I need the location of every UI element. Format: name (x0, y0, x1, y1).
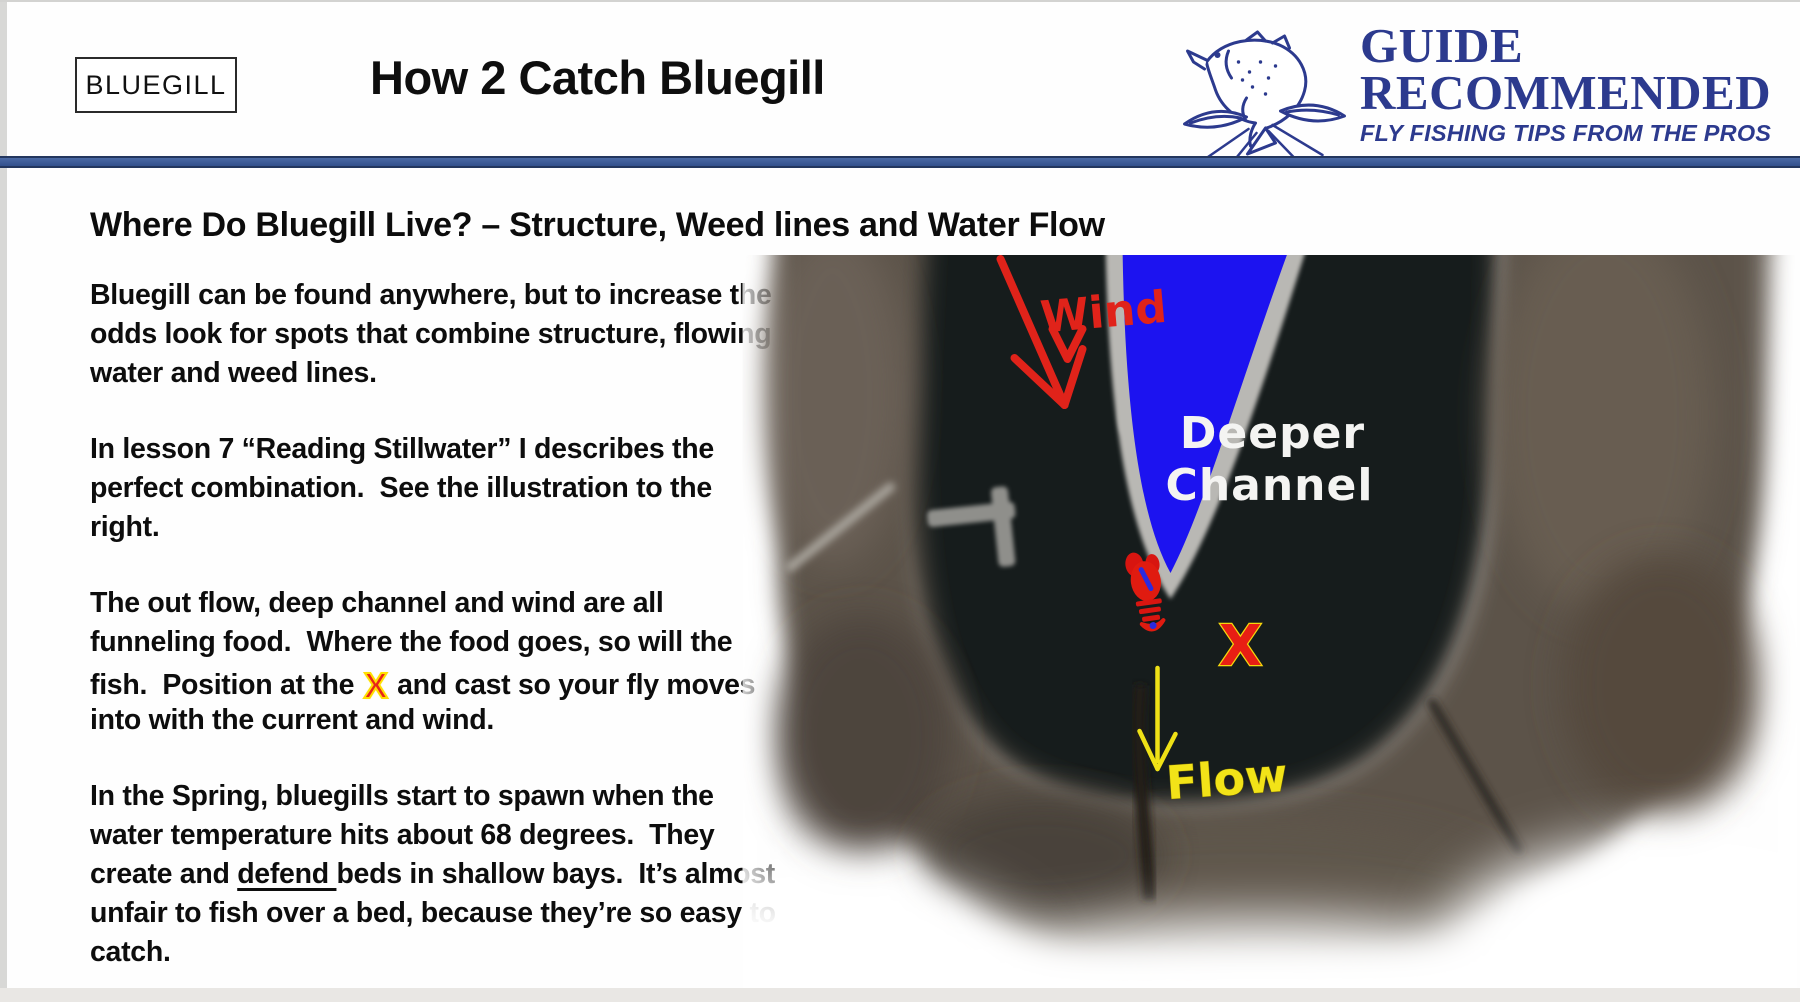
brand-logo-text: GUIDE RECOMMENDED FLY FISHING TIPS FROM … (1360, 22, 1771, 147)
text-segment: unfair to fish over a bed, because they’… (90, 897, 776, 929)
body-text-line: right. (90, 508, 810, 547)
text-segment: The out flow, deep channel and wind are … (90, 587, 664, 619)
text-segment: into with the current and wind. (90, 704, 494, 736)
text-segment: and cast so your fly moves (390, 669, 756, 701)
inline-x-marker: X (364, 665, 388, 706)
section-heading: Where Do Bluegill Live? – Structure, Wee… (90, 206, 1105, 245)
page-left-edge (0, 2, 7, 1002)
text-segment: water temperature hits about 68 degrees.… (90, 819, 715, 851)
text-segment: right. (90, 511, 159, 543)
body-text-line: In the Spring, bluegills start to spawn … (90, 777, 810, 816)
paragraph: In the Spring, bluegills start to spawn … (90, 777, 810, 972)
body-text-line: funneling food. Where the food goes, so … (90, 623, 810, 662)
bluegill-badge: BLUEGILL (75, 57, 237, 113)
paragraph: The out flow, deep channel and wind are … (90, 584, 810, 740)
text-segment: perfect combination. See the illustratio… (90, 472, 712, 504)
body-text-line: water and weed lines. (90, 354, 810, 393)
body-text-line: Bluegill can be found anywhere, but to i… (90, 276, 810, 315)
paragraph: In lesson 7 “Reading Stillwater” I descr… (90, 430, 810, 547)
text-segment: fish. Position at the (90, 669, 362, 701)
logo-recommended-text: RECOMMENDED (1360, 69, 1771, 116)
lake-illustration: Wind Deeper Channel X (740, 255, 1800, 990)
body-text-line: fish. Position at the X and cast so your… (90, 662, 810, 701)
text-segment: funneling food. Where the food goes, so … (90, 626, 732, 658)
page-title: How 2 Catch Bluegill (370, 50, 825, 105)
brand-logo: GUIDE RECOMMENDED FLY FISHING TIPS FROM … (1160, 20, 1790, 154)
underlined-text: defend (237, 858, 336, 890)
body-text-line: catch. (90, 933, 810, 972)
body-text-line: In lesson 7 “Reading Stillwater” I descr… (90, 430, 810, 469)
text-segment: In lesson 7 “Reading Stillwater” I descr… (90, 433, 714, 465)
paragraph: Bluegill can be found anywhere, but to i… (90, 276, 810, 393)
text-segment: odds look for spots that combine structu… (90, 318, 771, 350)
flow-label: Flow (1164, 748, 1289, 810)
text-segment: In the Spring, bluegills start to spawn … (90, 780, 714, 812)
body-text-line: odds look for spots that combine structu… (90, 315, 810, 354)
text-segment: create and (90, 858, 237, 890)
deeper-channel-label-line2: Channel (1166, 460, 1374, 511)
text-segment: catch. (90, 936, 171, 968)
body-text-line: create and defend beds in shallow bays. … (90, 855, 810, 894)
cast-position-x-marker: X (1219, 614, 1262, 679)
body-text-line: into with the current and wind. (90, 701, 810, 740)
text-segment: Bluegill can be found anywhere, but to i… (90, 279, 772, 311)
logo-tagline: FLY FISHING TIPS FROM THE PROS (1360, 120, 1771, 147)
article-paragraphs: Bluegill can be found anywhere, but to i… (90, 276, 810, 1002)
logo-guide-text: GUIDE (1360, 22, 1771, 69)
body-text-line: unfair to fish over a bed, because they’… (90, 894, 810, 933)
text-segment: water and weed lines. (90, 357, 377, 389)
jumping-trout-icon (1174, 28, 1354, 160)
body-text-line: The out flow, deep channel and wind are … (90, 584, 810, 623)
body-text-line: perfect combination. See the illustratio… (90, 469, 810, 508)
text-segment: beds in shallow bays. It’s almost (336, 858, 775, 890)
header-divider (0, 156, 1800, 168)
body-text-line: water temperature hits about 68 degrees.… (90, 816, 810, 855)
deeper-channel-label-line1: Deeper (1180, 408, 1365, 459)
